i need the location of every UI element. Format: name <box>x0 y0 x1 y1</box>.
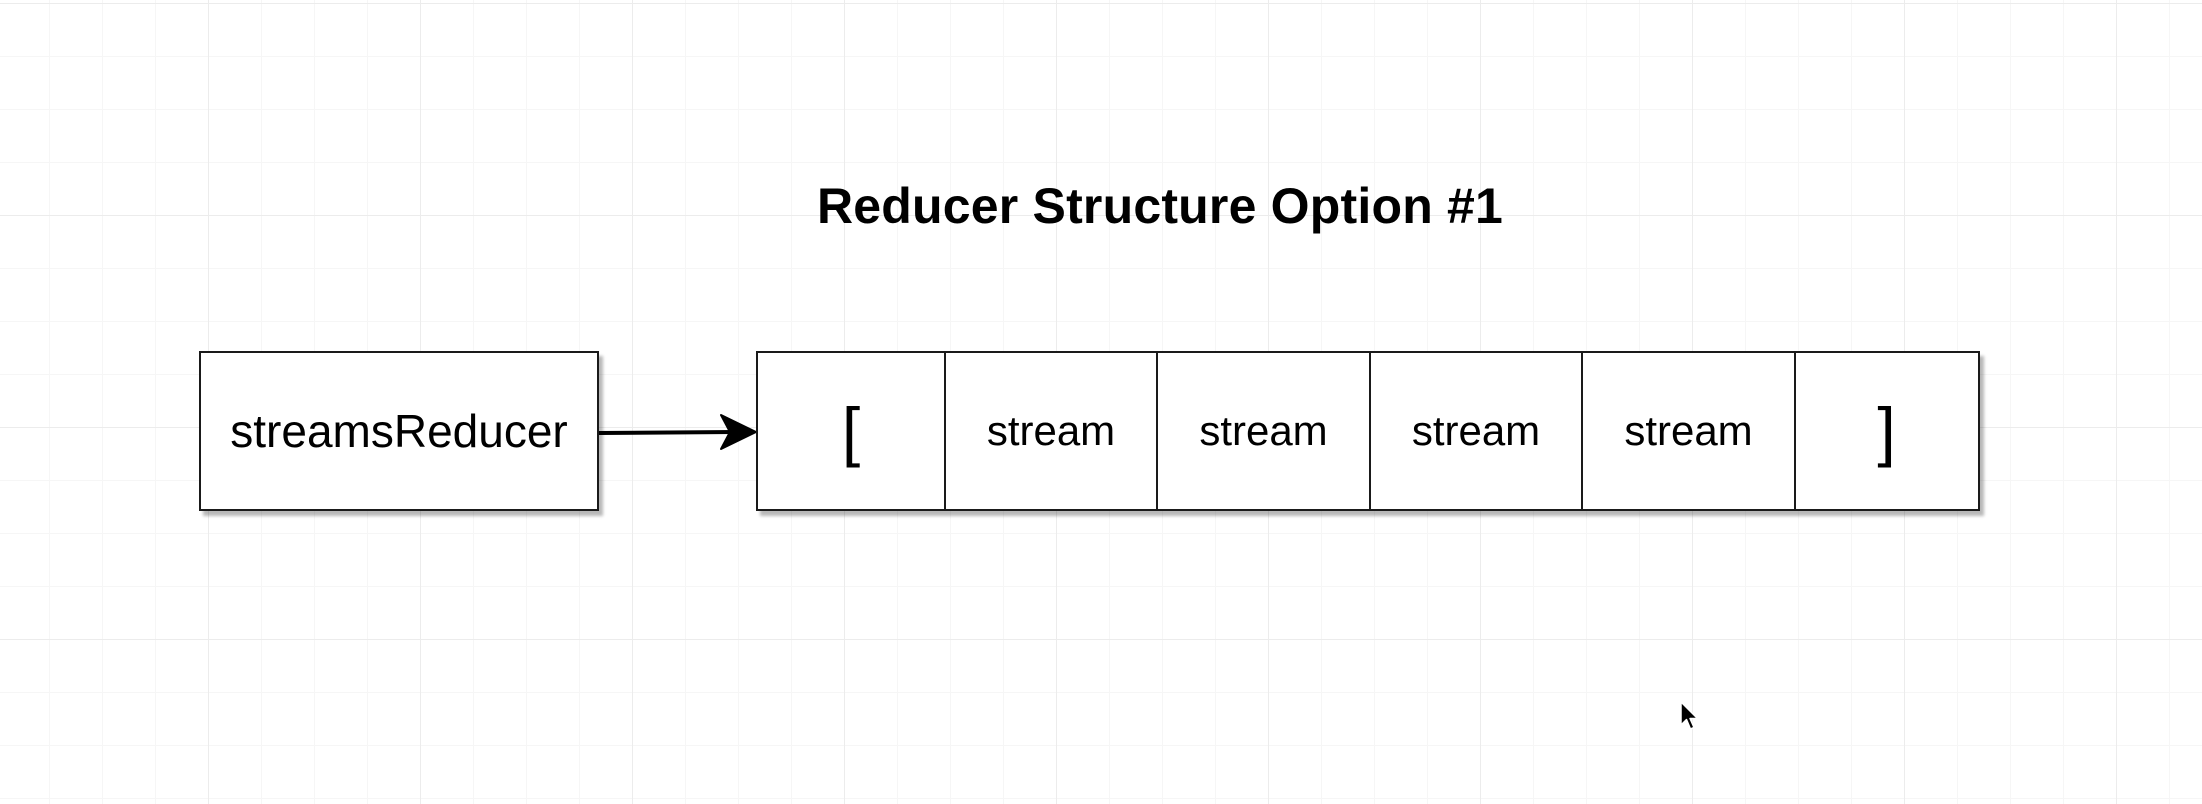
array-stream-cell: stream <box>1581 353 1794 509</box>
array-close-bracket-cell: ] <box>1794 353 1977 509</box>
open-bracket-label: [ <box>841 394 861 468</box>
diagram-title: Reducer Structure Option #1 <box>816 178 1504 234</box>
array-stream-cell: stream <box>1369 353 1581 509</box>
streams-array-node[interactable]: [ stream stream stream stream ] <box>756 351 1980 511</box>
close-bracket-label: ] <box>1877 394 1896 468</box>
streams-reducer-node[interactable]: streamsReducer <box>199 351 599 511</box>
array-open-bracket-cell: [ <box>758 353 944 509</box>
streams-reducer-label: streamsReducer <box>230 405 568 457</box>
stream-cell-label: stream <box>1624 407 1753 454</box>
stream-cell-label: stream <box>1199 407 1328 454</box>
array-stream-cell: stream <box>944 353 1156 509</box>
array-stream-cell: stream <box>1156 353 1369 509</box>
stream-cell-label: stream <box>986 407 1116 454</box>
stream-cell-label: stream <box>1411 407 1541 454</box>
mouse-pointer-icon <box>1680 701 1699 730</box>
